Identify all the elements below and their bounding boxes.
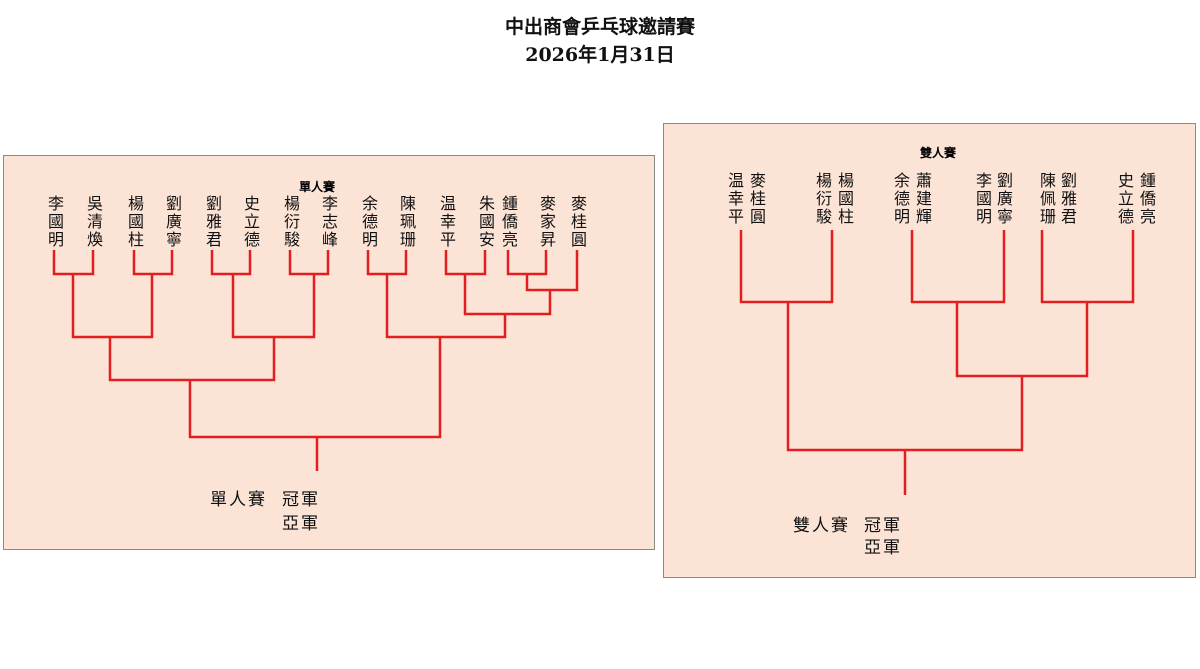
doubles-team-player: 李國明: [973, 172, 992, 226]
singles-player: 李國明: [45, 195, 64, 249]
doubles-runner-up-label: 亞軍: [864, 538, 902, 558]
singles-bracket: [52, 250, 579, 471]
singles-heading: 單人賽: [298, 180, 336, 194]
page-title: 中出商會乒乓球邀請賽: [504, 16, 695, 38]
doubles-team-player: 楊衍駿: [813, 172, 832, 226]
doubles-champion-label: 冠軍: [864, 516, 902, 536]
doubles-team-player: 温幸平: [725, 172, 744, 226]
doubles-event-label: 雙人賽: [793, 516, 850, 536]
singles-panel: [3, 155, 655, 550]
doubles-team-player: 史立德: [1115, 172, 1134, 226]
singles-player: 李志峰: [319, 195, 338, 249]
doubles-team-player: 劉雅君: [1058, 172, 1077, 226]
doubles-panel: [663, 123, 1196, 578]
doubles-team-player: 楊國柱: [835, 172, 854, 226]
singles-player: 劉廣寧: [163, 195, 182, 249]
doubles-team-player: 劉廣寧: [994, 172, 1013, 226]
singles-player: 麥桂圓: [568, 195, 587, 249]
singles-player: 劉雅君: [203, 195, 222, 249]
doubles-bracket: [739, 230, 1135, 495]
singles-event-label: 單人賽: [210, 490, 267, 510]
singles-player: 楊衍駿: [281, 195, 300, 249]
singles-player: 鍾僑亮: [499, 195, 518, 249]
doubles-team-player: 鍾僑亮: [1137, 172, 1156, 226]
singles-player: 余德明: [359, 195, 378, 249]
singles-runner-up-label: 亞軍: [282, 514, 320, 534]
singles-champion-label: 冠軍: [282, 490, 320, 510]
event-date: 2026年1月31日: [525, 44, 675, 66]
singles-player: 吳清煥: [84, 195, 103, 249]
singles-player: 史立德: [241, 195, 260, 249]
doubles-team-player: 蕭建輝: [913, 172, 932, 226]
doubles-team-player: 麥桂圓: [747, 172, 766, 226]
singles-player: 朱國安: [476, 195, 495, 249]
singles-player: 楊國柱: [125, 195, 144, 249]
doubles-team-player: 余德明: [891, 172, 910, 226]
singles-player: 麥家昇: [537, 195, 556, 249]
doubles-team-player: 陳佩珊: [1037, 172, 1056, 226]
doubles-heading: 雙人賽: [919, 146, 957, 160]
singles-player: 陳珮珊: [397, 195, 416, 249]
singles-player: 温幸平: [437, 195, 456, 249]
